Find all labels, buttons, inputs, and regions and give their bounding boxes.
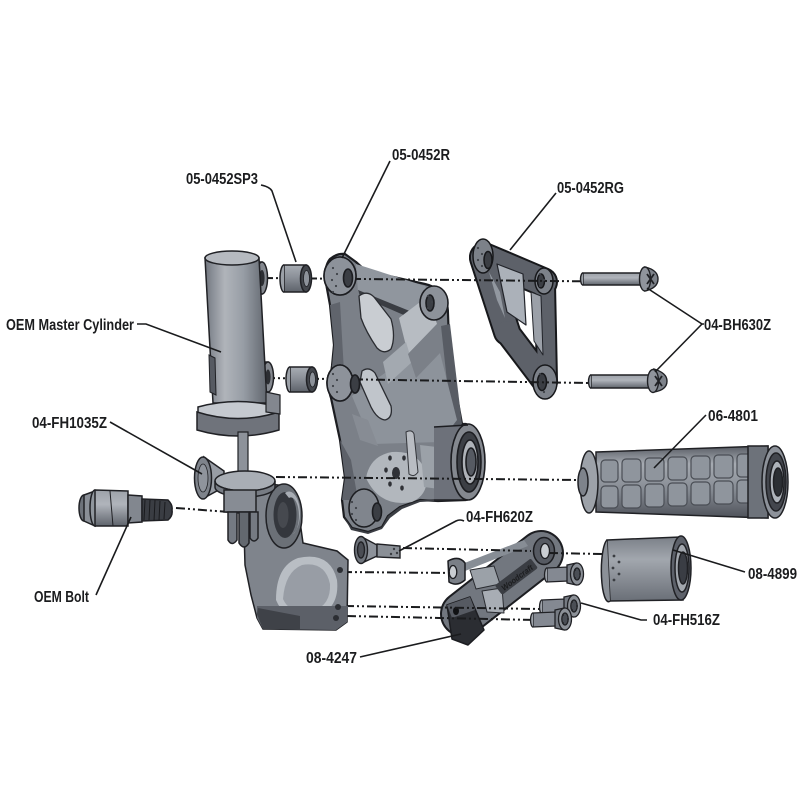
svg-text:08-4247: 08-4247 <box>306 650 357 667</box>
svg-text:08-4899: 08-4899 <box>748 566 797 583</box>
svg-text:04-FH516Z: 04-FH516Z <box>653 612 720 629</box>
svg-text:05-0452R: 05-0452R <box>392 147 450 164</box>
svg-text:OEM Bolt: OEM Bolt <box>34 589 90 606</box>
svg-text:OEM Master Cylinder: OEM Master Cylinder <box>6 317 134 334</box>
svg-text:05-0452RG: 05-0452RG <box>557 180 624 197</box>
svg-text:05-0452SP3: 05-0452SP3 <box>186 171 258 188</box>
svg-text:06-4801: 06-4801 <box>708 408 758 425</box>
svg-text:04-BH630Z: 04-BH630Z <box>704 317 771 334</box>
svg-text:04-FH620Z: 04-FH620Z <box>466 509 533 526</box>
svg-text:04-FH1035Z: 04-FH1035Z <box>32 415 107 432</box>
